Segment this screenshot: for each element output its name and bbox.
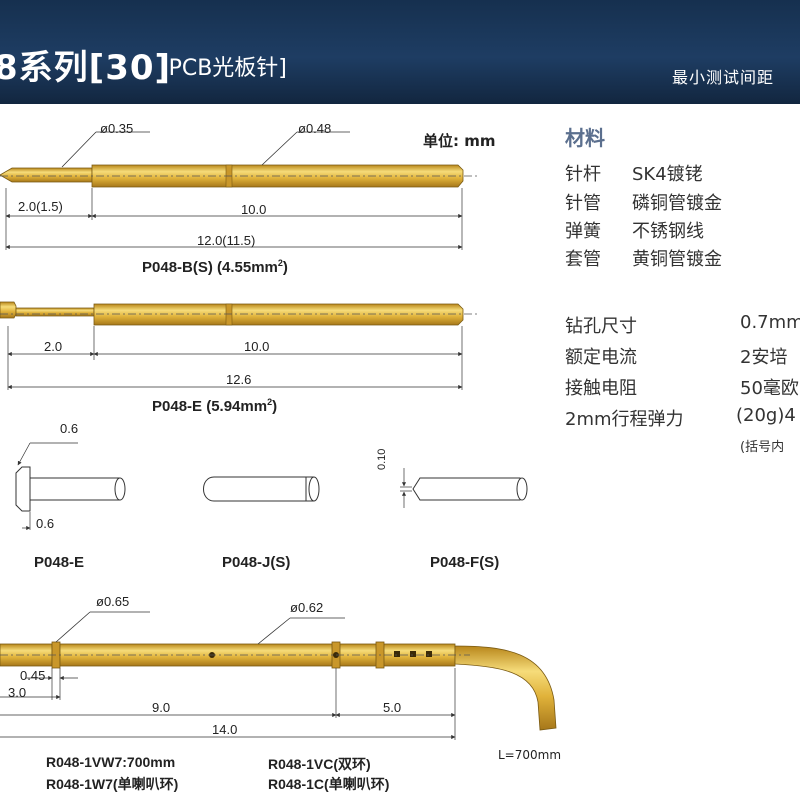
receptacle-r048-drawing bbox=[0, 611, 557, 740]
dim-total-length-2: 12.6 bbox=[226, 372, 252, 387]
tip-label-e: P048-E bbox=[34, 554, 85, 571]
receptacle-dim-045: 0.45 bbox=[20, 668, 46, 683]
series-title: 8系列[30] bbox=[0, 48, 172, 88]
material-name: 针杆 bbox=[565, 164, 601, 185]
dim-body-length: 10.0 bbox=[241, 202, 267, 217]
dim-total-length: 12.0(11.5) bbox=[197, 233, 256, 248]
tip-label-fs: P048-F(S) bbox=[430, 554, 500, 571]
spec-value: (20g)4 bbox=[736, 405, 796, 426]
material-value: 磷铜管镀金 bbox=[632, 193, 722, 214]
receptacle-dim-50: 5.0 bbox=[383, 700, 402, 715]
tip-e-bottom-dim: 0.6 bbox=[36, 516, 55, 531]
model-p048-e: P048-E (5.94mm2) bbox=[152, 397, 278, 415]
model-r048-1vc: R048-1VC(双环) bbox=[268, 756, 371, 772]
spec-note: (括号内 bbox=[740, 440, 785, 455]
material-value: 黄铜管镀金 bbox=[632, 249, 722, 270]
spec-name: 钻孔尺寸 bbox=[565, 316, 637, 337]
spec-name: 额定电流 bbox=[565, 347, 637, 368]
dim-head-length: 2.0 bbox=[44, 339, 63, 354]
spec-name: 2mm行程弹力 bbox=[565, 409, 684, 430]
tip-e-head-dim: 0.6 bbox=[60, 421, 79, 436]
receptacle-dim-90: 9.0 bbox=[152, 700, 171, 715]
receptacle-dia-065: ø0.65 bbox=[96, 594, 130, 609]
receptacle-dim-30: 3.0 bbox=[8, 685, 27, 700]
spec-value: 0.7mm bbox=[740, 312, 800, 333]
tip-detail-p048-fs bbox=[400, 468, 528, 508]
tip-f-dim: 0.10 bbox=[376, 448, 388, 470]
materials-title: 材料 bbox=[565, 126, 605, 150]
material-name: 针管 bbox=[565, 193, 601, 214]
probe-p048-bs-drawing bbox=[0, 131, 480, 250]
min-spacing-label: 最小测试间距 bbox=[672, 68, 775, 87]
material-value: 不锈钢线 bbox=[632, 221, 704, 242]
header-banner: 8系列[30] [PCB光板针] 最小测试间距 bbox=[0, 0, 800, 104]
dim-body-length-2: 10.0 bbox=[244, 339, 270, 354]
model-r048-1w7: R048-1W7(单喇叭环) bbox=[46, 776, 179, 792]
tip-detail-p048-e bbox=[15, 442, 126, 531]
unit-label: 单位: mm bbox=[423, 132, 496, 150]
spec-value: 50毫欧 bbox=[740, 378, 799, 399]
spec-name: 接触电阻 bbox=[565, 378, 637, 399]
wire-length-label: L=700mm bbox=[498, 748, 562, 762]
probe-p048-e-drawing bbox=[0, 301, 480, 390]
dim-tip-length: 2.0(1.5) bbox=[18, 199, 63, 214]
spec-value: 2安培 bbox=[740, 347, 788, 368]
tip-label-js: P048-J(S) bbox=[222, 554, 291, 571]
material-name: 套管 bbox=[565, 249, 601, 270]
tip-detail-p048-js bbox=[203, 476, 320, 502]
series-subtitle: [PCB光板针] bbox=[160, 56, 287, 81]
receptacle-dim-140: 14.0 bbox=[212, 722, 238, 737]
material-name: 弹簧 bbox=[565, 221, 601, 242]
model-r048-1vw7: R048-1VW7:700mm bbox=[46, 754, 176, 770]
model-p048-bs: P048-B(S) (4.55mm2) bbox=[142, 258, 288, 276]
body-diameter-label: ø0.48 bbox=[298, 121, 332, 136]
material-value: SK4镀铑 bbox=[632, 164, 703, 185]
model-r048-1c: R048-1C(单喇叭环) bbox=[268, 776, 390, 792]
receptacle-dia-062: ø0.62 bbox=[290, 600, 324, 615]
tip-diameter-label: ø0.35 bbox=[100, 121, 134, 136]
